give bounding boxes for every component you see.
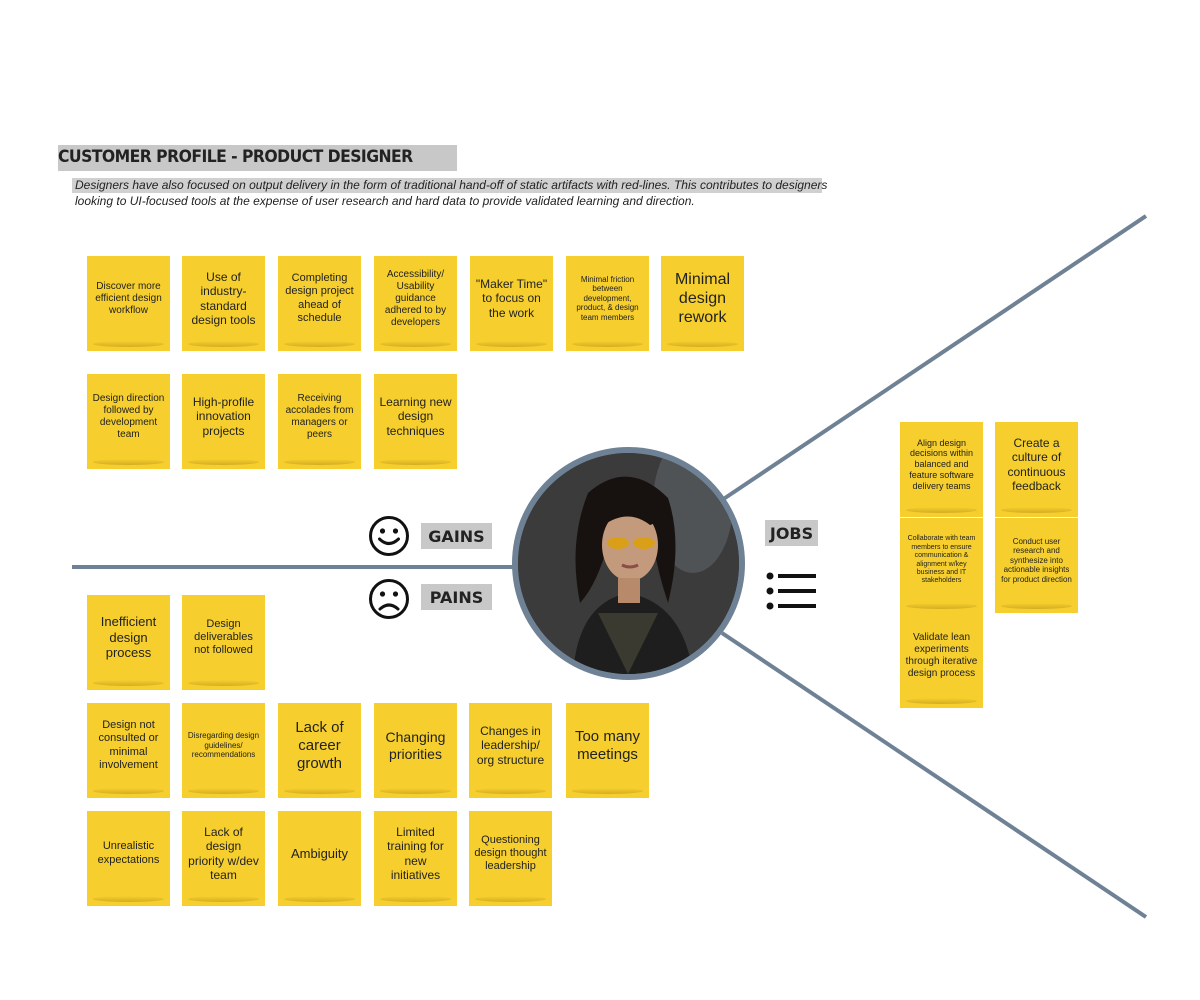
pain-note: Design not consulted or minimal involvem…: [87, 703, 170, 798]
pain-note: Ambiguity: [278, 811, 361, 906]
gains-label: GAINS: [421, 523, 492, 549]
gain-note: Minimal design rework: [661, 256, 744, 351]
pain-note: Too many meetings: [566, 703, 649, 798]
gain-note: High-profile innovation projects: [182, 374, 265, 469]
pain-note: Lack of design priority w/dev team: [182, 811, 265, 906]
gain-note: Receiving accolades from managers or pee…: [278, 374, 361, 469]
gain-note: Learning new design techniques: [374, 374, 457, 469]
gain-note: Minimal friction between development, pr…: [566, 256, 649, 351]
pain-note: Changing priorities: [374, 703, 457, 798]
persona-portrait-illustration: [518, 453, 739, 674]
description-highlight: [72, 178, 822, 193]
job-note: Conduct user research and synthesize int…: [995, 518, 1078, 613]
page-title: CUSTOMER PROFILE - PRODUCT DESIGNER: [58, 147, 413, 167]
pain-note: Questioning design thought leadership: [469, 811, 552, 906]
page-description: Designers have also focused on output de…: [75, 178, 828, 208]
gain-note: Accessibility/ Usability guidance adhere…: [374, 256, 457, 351]
pain-note: Disregarding design guidelines/ recommen…: [182, 703, 265, 798]
jobs-lower-line: [720, 631, 1148, 919]
gain-note: "Maker Time" to focus on the work: [470, 256, 553, 351]
pain-note: Lack of career growth: [278, 703, 361, 798]
pain-note: Design deliverables not followed: [182, 595, 265, 690]
job-note: Validate lean experiments through iterat…: [900, 613, 983, 708]
persona-photo: [512, 447, 745, 680]
frown-face-icon: [369, 579, 409, 619]
bulleted-list-icon: [766, 572, 816, 610]
title-highlight: [58, 145, 457, 171]
jobs-label: JOBS: [765, 520, 818, 546]
smiley-face-icon: [369, 516, 409, 556]
pain-note: Inefficient design process: [87, 595, 170, 690]
gain-note: Completing design project ahead of sched…: [278, 256, 361, 351]
gain-note: Use of industry-standard design tools: [182, 256, 265, 351]
jobs-upper-line: [720, 214, 1148, 502]
pain-note: Unrealistic expectations: [87, 811, 170, 906]
gain-note: Discover more efficient design workflow: [87, 256, 170, 351]
pain-note: Changes in leadership/ org structure: [469, 703, 552, 798]
pain-note: Limited training for new initiatives: [374, 811, 457, 906]
gain-note: Design direction followed by development…: [87, 374, 170, 469]
job-note: Align design decisions within balanced a…: [900, 422, 983, 517]
job-note: Create a culture of continuous feedback: [995, 422, 1078, 517]
pains-label: PAINS: [421, 584, 492, 610]
job-note: Collaborate with team members to ensure …: [900, 518, 983, 613]
